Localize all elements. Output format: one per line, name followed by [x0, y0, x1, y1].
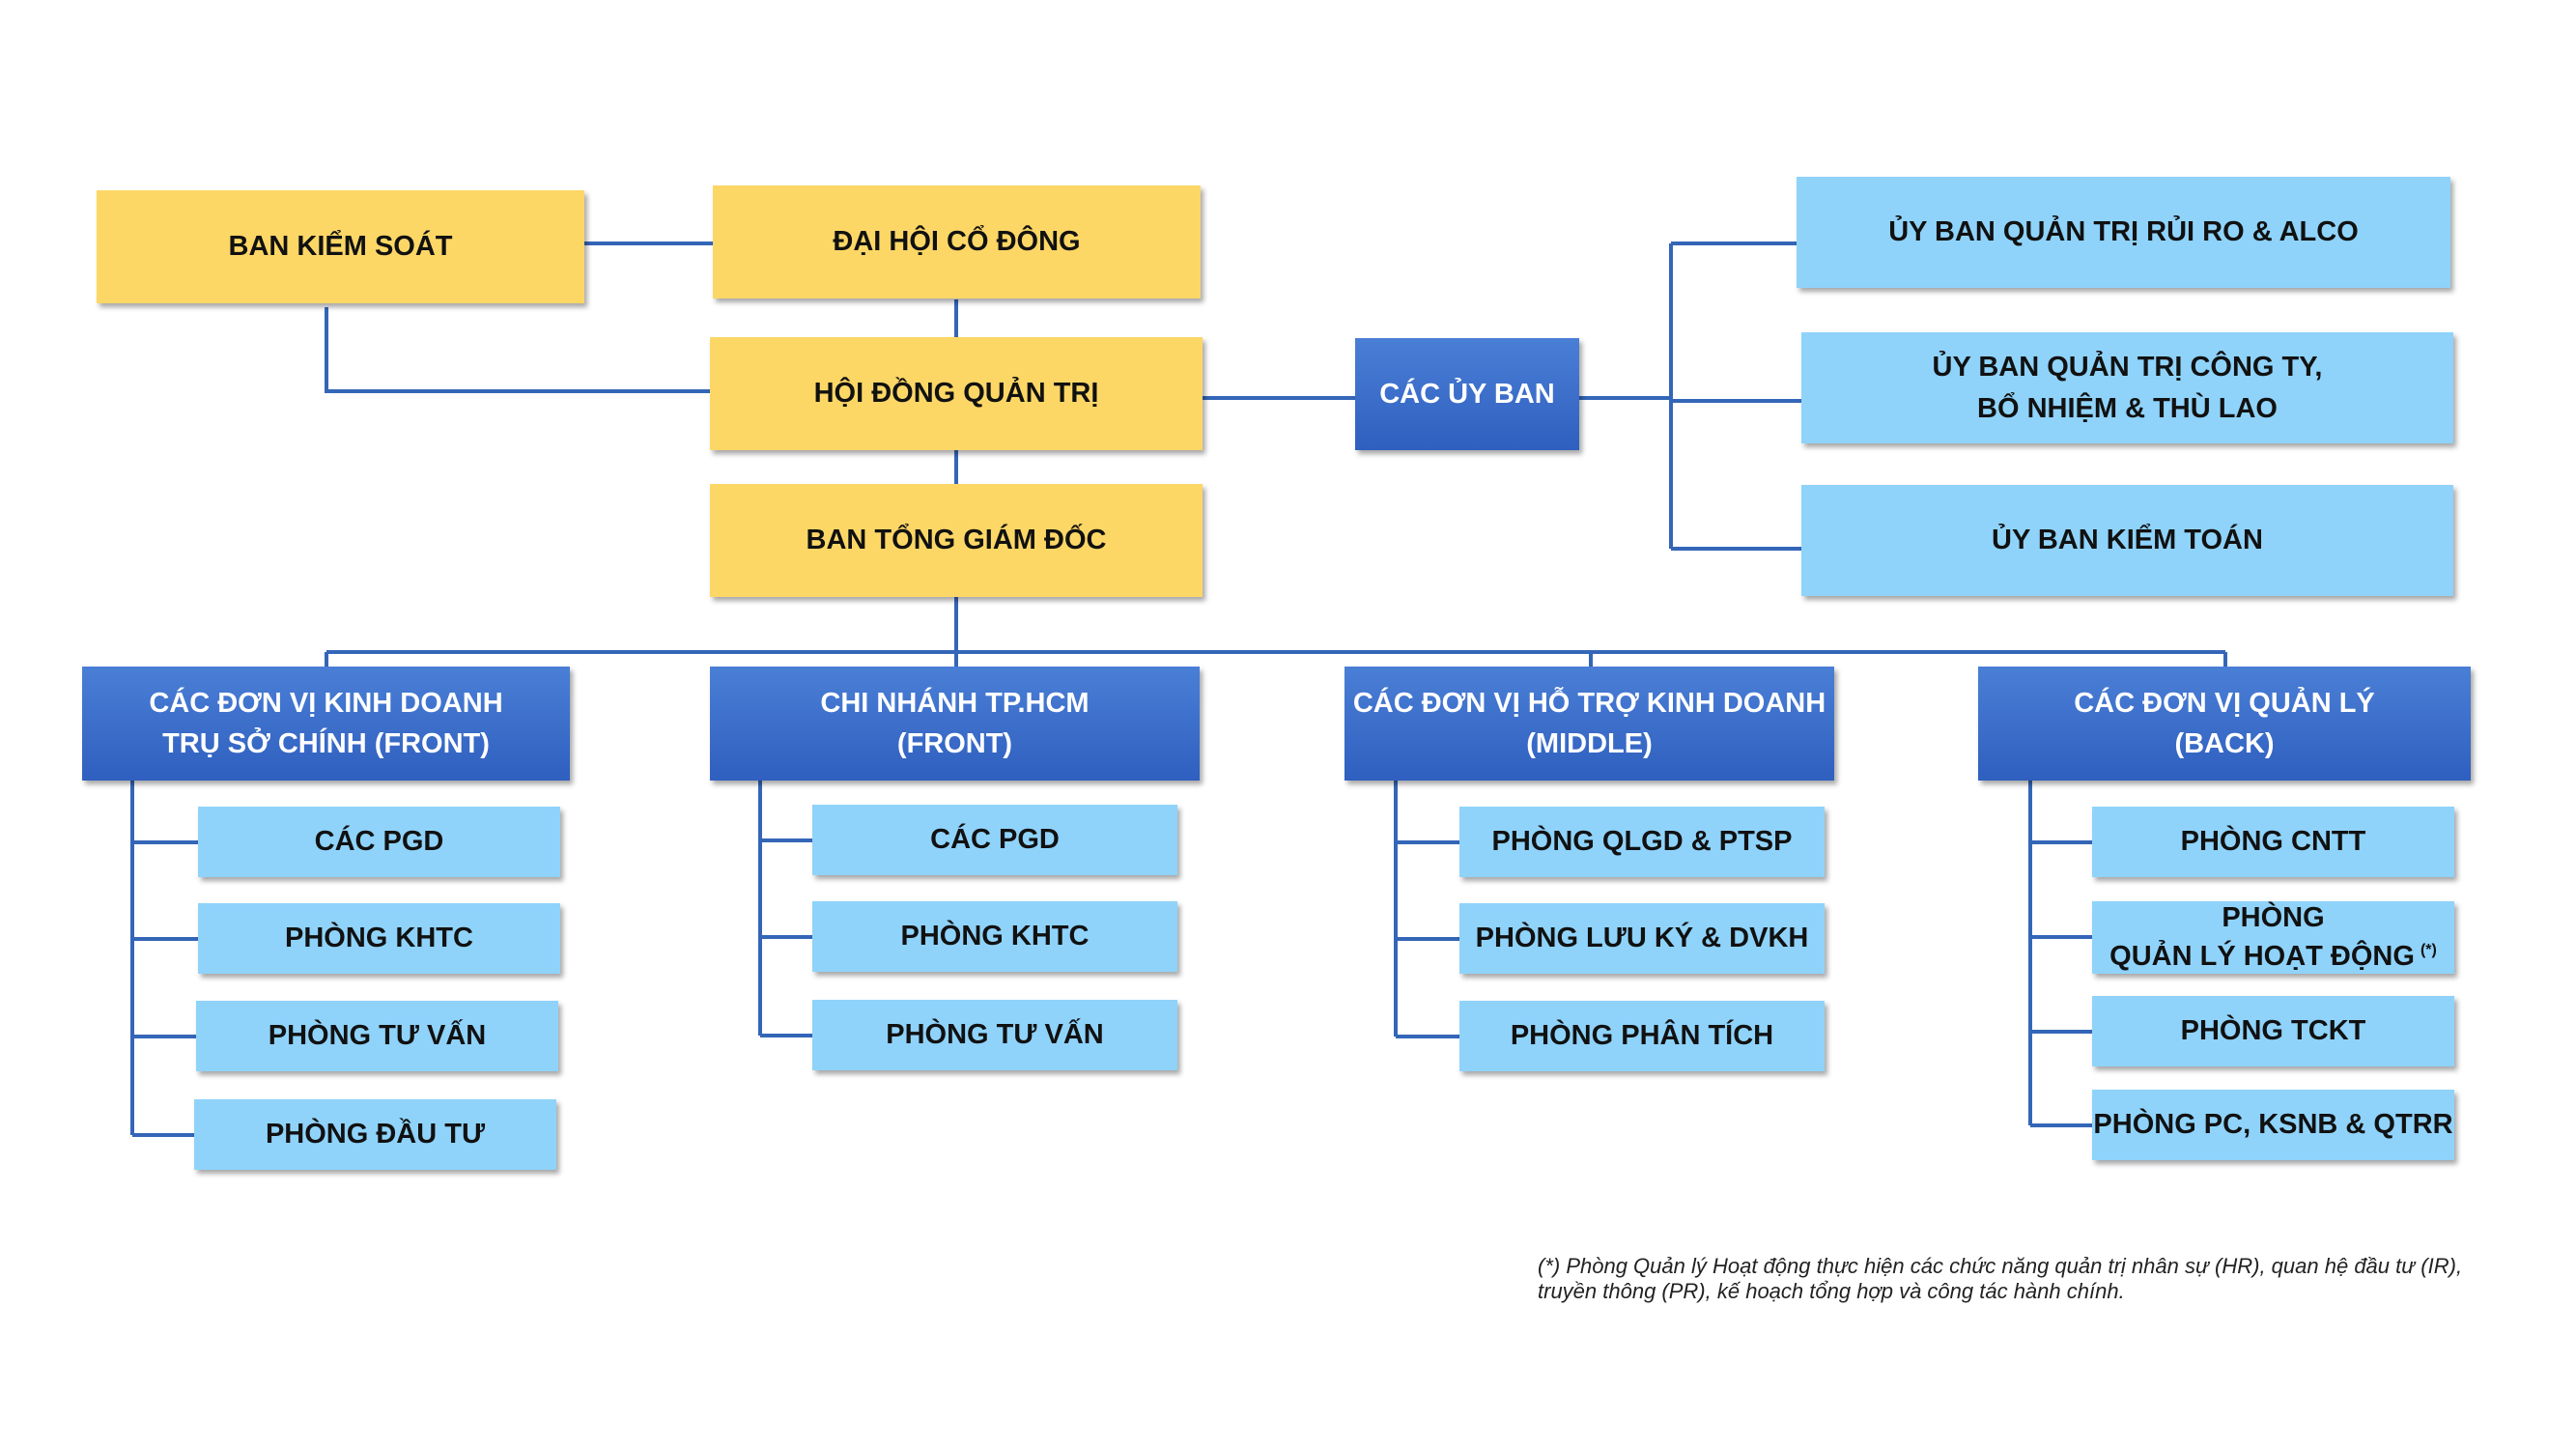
- ban-kiem-soat-box: BAN KIỂM SOÁT: [97, 190, 584, 303]
- division-hcm-branch: CHI NHÁNH TP.HCM (FRONT): [710, 667, 1200, 781]
- division-middle: CÁC ĐƠN VỊ HỖ TRỢ KINH DOANH (MIDDLE): [1345, 667, 1834, 781]
- division-title-line2: (FRONT): [896, 728, 1013, 759]
- dai-hoi-co-dong-box: ĐẠI HỘI CỔ ĐÔNG: [713, 185, 1201, 298]
- unit-label-line2: QUẢN LÝ HOẠT ĐỘNG (*): [2109, 938, 2437, 976]
- committee-label-line2: BỔ NHIỆM & THÙ LAO: [1977, 392, 2278, 424]
- hoi-dong-quan-tri-label: HỘI ĐỒNG QUẢN TRỊ: [813, 378, 1099, 410]
- committee-governance-nomination: ỦY BAN QUẢN TRỊ CÔNG TY, BỔ NHIỆM & THÙ …: [1801, 332, 2453, 443]
- division-title-line1: CÁC ĐƠN VỊ HỖ TRỢ KINH DOANH: [1352, 687, 1826, 719]
- unit-box: PHÒNG PC, KSNB & QTRR: [2092, 1090, 2454, 1160]
- unit-label: PHÒNG PC, KSNB & QTRR: [2093, 1109, 2453, 1141]
- cac-uy-ban-label: CÁC ỦY BAN: [1379, 378, 1555, 410]
- unit-label: PHÒNG TCKT: [2180, 1015, 2366, 1047]
- unit-box: PHÒNG CNTT: [2092, 807, 2454, 877]
- division-title-line1: CHI NHÁNH TP.HCM: [820, 687, 1090, 719]
- ban-kiem-soat-label: BAN KIỂM SOÁT: [228, 231, 453, 263]
- unit-box: PHÒNG ĐẦU TƯ: [194, 1099, 556, 1170]
- connector-bks-hdqt: [325, 307, 713, 393]
- hoi-dong-quan-tri-box: HỘI ĐỒNG QUẢN TRỊ: [710, 337, 1203, 450]
- unit-label: PHÒNG PHÂN TÍCH: [1510, 1020, 1774, 1052]
- division-title-line1: CÁC ĐƠN VỊ QUẢN LÝ: [2074, 687, 2375, 719]
- footnote-marker: (*): [2420, 941, 2437, 958]
- footnote-line2: truyền thông (PR), kế hoạch tổng hợp và …: [1538, 1278, 2125, 1303]
- unit-label: PHÒNG KHTC: [900, 921, 1090, 952]
- unit-label: PHÒNG CNTT: [2180, 826, 2366, 858]
- unit-label: PHÒNG LƯU KÝ & DVKH: [1475, 923, 1809, 954]
- division-title-line2: TRỤ SỞ CHÍNH (FRONT): [162, 728, 490, 759]
- unit-label-line1: PHÒNG: [2222, 902, 2325, 934]
- unit-label: PHÒNG ĐẦU TƯ: [265, 1119, 486, 1151]
- unit-label: PHÒNG TƯ VẤN: [886, 1019, 1104, 1051]
- division-title-line2: (MIDDLE): [1526, 728, 1653, 759]
- committee-risk-alco: ỦY BAN QUẢN TRỊ RỦI RO & ALCO: [1797, 177, 2450, 288]
- division-back: CÁC ĐƠN VỊ QUẢN LÝ (BACK): [1978, 667, 2471, 781]
- unit-label-line2-text: QUẢN LÝ HOẠT ĐỘNG: [2109, 940, 2415, 972]
- unit-label: CÁC PGD: [314, 826, 444, 858]
- unit-box: CÁC PGD: [812, 805, 1177, 875]
- ban-tong-giam-doc-label: BAN TỔNG GIÁM ĐỐC: [806, 525, 1107, 556]
- dai-hoi-co-dong-label: ĐẠI HỘI CỔ ĐÔNG: [833, 226, 1081, 258]
- committee-label-line1: ỦY BAN QUẢN TRỊ CÔNG TY,: [1932, 352, 2323, 384]
- unit-box: PHÒNG KHTC: [198, 903, 560, 974]
- unit-box: PHÒNG TCKT: [2092, 996, 2454, 1066]
- unit-box: PHÒNG QUẢN LÝ HOẠT ĐỘNG (*): [2092, 901, 2454, 974]
- unit-box: CÁC PGD: [198, 807, 560, 877]
- unit-box: PHÒNG TƯ VẤN: [812, 1000, 1177, 1070]
- unit-box: PHÒNG PHÂN TÍCH: [1459, 1001, 1825, 1071]
- unit-label: PHÒNG KHTC: [285, 923, 473, 954]
- unit-box: PHÒNG LƯU KÝ & DVKH: [1459, 903, 1825, 974]
- cac-uy-ban-box: CÁC ỦY BAN: [1355, 338, 1579, 450]
- committee-label: ỦY BAN QUẢN TRỊ RỦI RO & ALCO: [1888, 216, 2359, 248]
- unit-label: PHÒNG TƯ VẤN: [268, 1020, 487, 1052]
- unit-box: PHÒNG QLGD & PTSP: [1459, 807, 1825, 877]
- footnote: (*) Phòng Quản lý Hoạt động thực hiện cá…: [1538, 1254, 2513, 1304]
- committee-audit: ỦY BAN KIỂM TOÁN: [1801, 485, 2453, 596]
- unit-box: PHÒNG TƯ VẤN: [196, 1001, 558, 1071]
- footnote-line1: (*) Phòng Quản lý Hoạt động thực hiện cá…: [1538, 1254, 2463, 1278]
- unit-box: PHÒNG KHTC: [812, 901, 1177, 972]
- ban-tong-giam-doc-box: BAN TỔNG GIÁM ĐỐC: [710, 484, 1203, 597]
- unit-label: CÁC PGD: [930, 824, 1060, 856]
- division-title-line1: CÁC ĐƠN VỊ KINH DOANH: [149, 687, 503, 719]
- division-front-hq: CÁC ĐƠN VỊ KINH DOANH TRỤ SỞ CHÍNH (FRON…: [82, 667, 570, 781]
- division-title-line2: (BACK): [2174, 728, 2275, 759]
- unit-label: PHÒNG QLGD & PTSP: [1491, 826, 1793, 858]
- committee-label: ỦY BAN KIỂM TOÁN: [1992, 525, 2263, 556]
